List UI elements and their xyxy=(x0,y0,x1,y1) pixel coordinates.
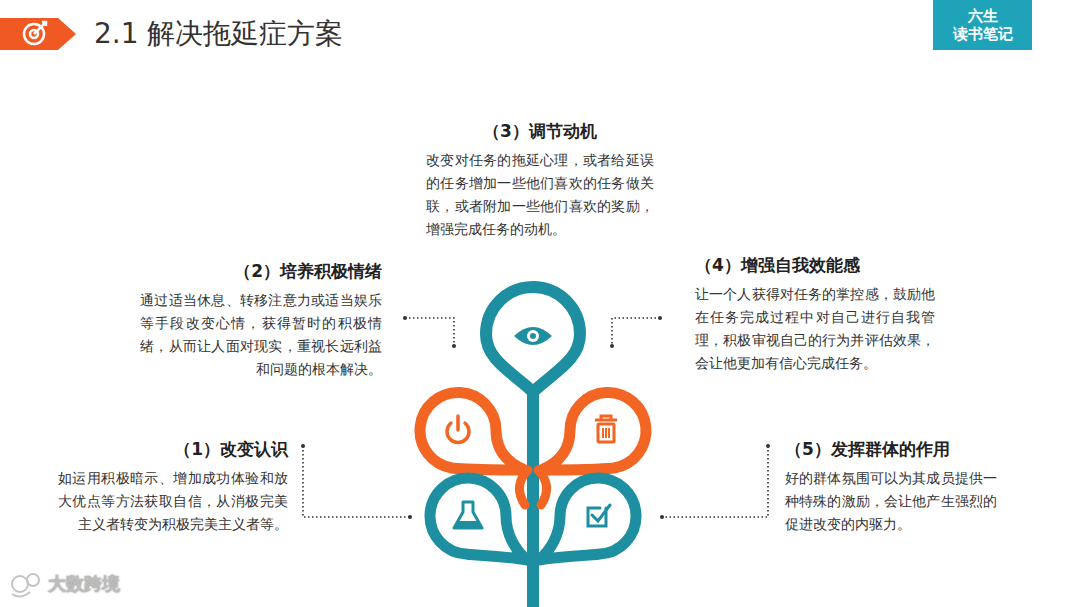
badge-text: 六生 读书笔记 xyxy=(950,7,1016,43)
target-icon xyxy=(24,22,46,44)
item-body: 让一个人获得对任务的掌控感，鼓励他在任务完成过程中对自己进行自我管理，积极审视自… xyxy=(695,283,935,375)
method-item: （3）调节动机改变对任务的拖延心理，或者给延误的任务增加一些他们喜欢的任务做关联… xyxy=(426,120,654,241)
flask-icon xyxy=(454,502,482,528)
method-item: （5）发挥群体的作用好的群体氛围可以为其成员提供一种特殊的激励，会让他产生强烈的… xyxy=(785,438,997,536)
item-heading: （3）调节动机 xyxy=(426,120,654,142)
title-arrow xyxy=(0,18,76,50)
method-item: （1）改变认识如运用积极暗示、增加成功体验和放大优点等方法获取自信，从消极完美主… xyxy=(58,438,288,536)
item-heading: （2）培养积极情绪 xyxy=(140,260,382,282)
method-item: （4）增强自我效能感让一个人获得对任务的掌控感，鼓励他在任务完成过程中对自己进行… xyxy=(695,254,935,375)
power-icon xyxy=(447,416,469,442)
trash-icon xyxy=(595,416,617,442)
slide-title: 2.1 解决拖延症方案 xyxy=(94,15,343,53)
item-heading: （5）发挥群体的作用 xyxy=(785,438,997,460)
item-body: 好的群体氛围可以为其成员提供一种特殊的激励，会让他产生强烈的促进改变的内驱力。 xyxy=(785,467,997,536)
watermark: 大数跨境 xyxy=(48,572,120,596)
watermark-logo xyxy=(12,574,39,597)
eye-icon xyxy=(514,327,552,345)
item-heading: （4）增强自我效能感 xyxy=(695,254,935,276)
item-body: 改变对任务的拖延心理，或者给延误的任务增加一些他们喜欢的任务做关联，或者附加一些… xyxy=(426,149,654,241)
method-item: （2）培养积极情绪通过适当休息、转移注意力或适当娱乐等手段改变心情，获得暂时的积… xyxy=(140,260,382,381)
brand-badge: 六生 读书笔记 xyxy=(933,0,1032,50)
item-heading: （1）改变认识 xyxy=(58,438,288,460)
item-body: 如运用积极暗示、增加成功体验和放大优点等方法获取自信，从消极完美主义者转变为积极… xyxy=(58,467,288,536)
item-body: 通过适当休息、转移注意力或适当娱乐等手段改变心情，获得暂时的积极情绪，从而让人面… xyxy=(140,289,382,381)
checkbox-icon xyxy=(588,505,610,526)
